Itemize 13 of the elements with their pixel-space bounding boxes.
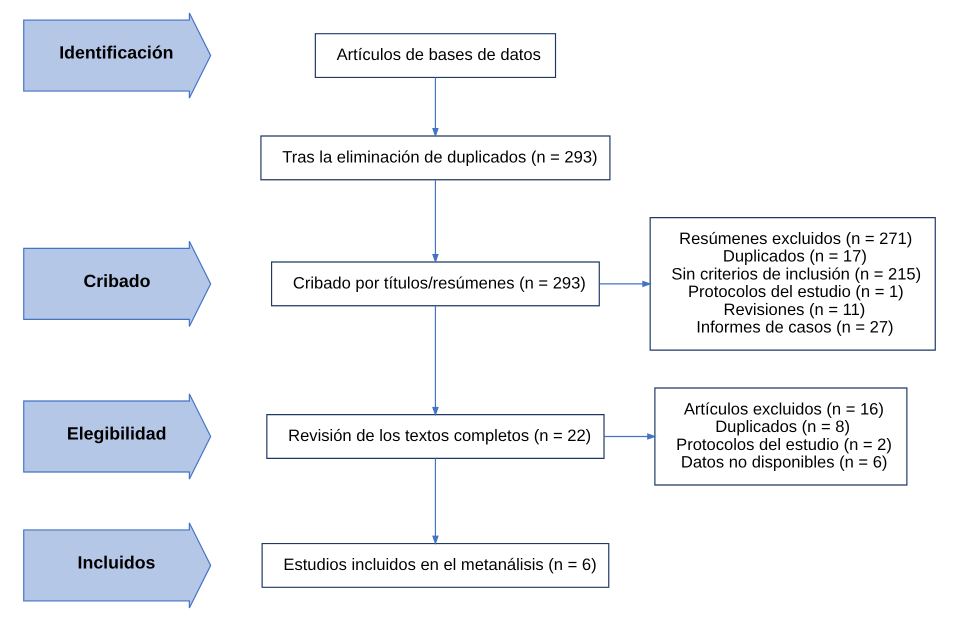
arrow — [432, 306, 438, 416]
node-box: Artículos excluidos (n = 16) Duplicados (n = 8) Protocolos del estudio (n = 2) Datos no disponibles (n = 6) — [654, 387, 907, 486]
node-box: Cribado por títulos/resúmenes (n = 293) — [270, 261, 600, 306]
node-box: Estudios incluidos en el metanálisis (n = 6) — [261, 542, 609, 588]
arrow — [432, 180, 438, 264]
node-box: Artículos de bases de datos — [314, 33, 556, 78]
arrow — [604, 433, 656, 440]
node-box: Revisión de los textos completos (n = 22) — [266, 414, 604, 459]
node-box: Tras la eliminación de duplicados (n = 293) — [260, 135, 610, 180]
node-box: Resúmenes excluidos (n = 271) Duplicados (n = 17) Sin criterios de inclusión (n = 215) Protocolos del estudio (n = 1) Revisiones (n = 11) Informes de casos (n = 27) — [649, 217, 936, 351]
arrow — [598, 280, 652, 288]
arrow — [432, 458, 438, 546]
arrow — [432, 77, 438, 138]
